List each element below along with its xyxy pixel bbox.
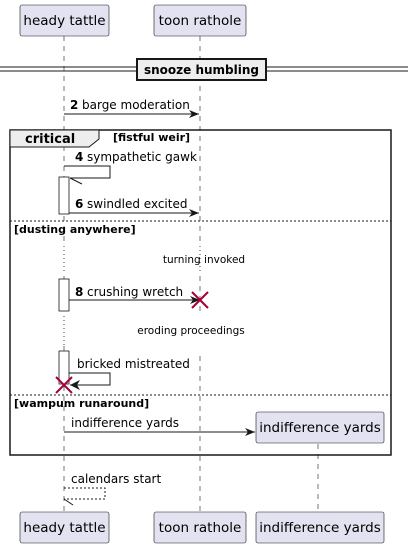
- divider: snooze humbling: [0, 58, 408, 81]
- message-label: barge moderation: [82, 98, 190, 112]
- delay-label: eroding proceedings: [137, 325, 244, 337]
- message-sympathetic-gawk[interactable]: 4 sympathetic gawk: [64, 150, 197, 185]
- delay-label: turning invoked: [163, 254, 245, 266]
- group-label: critical: [25, 132, 75, 147]
- participant-indifference-yards-created[interactable]: indifference yards: [255, 411, 385, 444]
- message-indifference-yards[interactable]: indifference yards: [64, 416, 255, 436]
- message-number: 2: [70, 98, 78, 112]
- participant-label: heady tattle: [23, 13, 105, 29]
- message-label: swindled excited: [87, 197, 187, 211]
- participant-indifference-yards-bottom[interactable]: indifference yards: [255, 511, 385, 544]
- else-condition: [dusting anywhere]: [14, 223, 136, 236]
- activation-bar: [58, 278, 70, 312]
- participant-heady-tattle-bottom[interactable]: heady tattle: [19, 511, 110, 544]
- message-number: 6: [75, 197, 83, 211]
- participant-label: toon rathole: [159, 520, 242, 536]
- message-barge-moderation[interactable]: 2 barge moderation: [64, 98, 199, 118]
- participant-label: indifference yards: [259, 420, 381, 436]
- message-label: sympathetic gawk: [87, 150, 197, 164]
- group-condition: [fistful weir]: [113, 131, 190, 144]
- message-number: 8: [75, 285, 83, 299]
- message-crushing-wretch[interactable]: 8 crushing wretch: [69, 285, 200, 304]
- activation-bar: [58, 176, 70, 215]
- participant-label: toon rathole: [159, 13, 242, 29]
- divider-label: snooze humbling: [144, 63, 259, 77]
- participant-label: indifference yards: [259, 520, 381, 536]
- message-bricked-mistreated[interactable]: bricked mistreated: [69, 357, 190, 390]
- message-label: bricked mistreated: [77, 357, 190, 371]
- participant-heady-tattle-top[interactable]: heady tattle: [19, 4, 110, 37]
- message-swindled-excited[interactable]: 6 swindled excited: [69, 197, 199, 217]
- activation-bar: [58, 350, 70, 385]
- participant-toon-rathole-bottom[interactable]: toon rathole: [153, 511, 247, 544]
- destroy-x-icon: [191, 291, 209, 309]
- message-number: 4: [75, 150, 83, 164]
- delay-turning-invoked: turning invoked: [60, 246, 245, 274]
- else-condition: [wampum runaround]: [14, 397, 149, 410]
- participant-toon-rathole-top[interactable]: toon rathole: [153, 4, 247, 37]
- message-label: crushing wretch: [87, 285, 183, 299]
- delay-eroding-proceedings: eroding proceedings: [60, 312, 245, 352]
- message-label: calendars start: [71, 472, 161, 486]
- participant-label: heady tattle: [23, 520, 105, 536]
- destroy-x-icon: [55, 376, 73, 394]
- critical-group: critical [fistful weir] [dusting anywher…: [9, 129, 392, 456]
- message-calendars-start[interactable]: calendars start: [63, 472, 161, 506]
- message-label: indifference yards: [71, 416, 179, 430]
